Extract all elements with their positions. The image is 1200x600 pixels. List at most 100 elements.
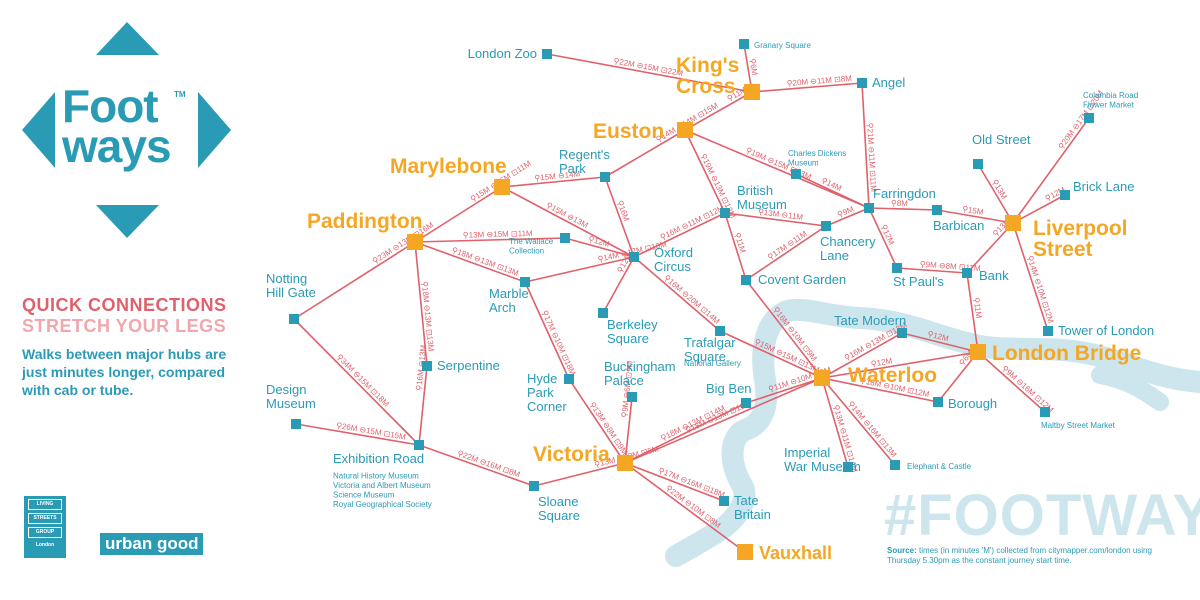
- station-marker: [414, 440, 424, 450]
- hub-victoria[interactable]: Victoria: [533, 443, 633, 471]
- station-serpentine[interactable]: Serpentine: [422, 358, 500, 373]
- station-marker: [741, 275, 751, 285]
- river-thames: [665, 298, 1200, 567]
- route-line: [624, 402, 747, 464]
- hub-paddington[interactable]: Paddington: [307, 210, 423, 250]
- station-label: Victoria and Albert Museum: [333, 481, 431, 490]
- station-label: Circus: [654, 259, 691, 274]
- route-time-label: ⚲21M ⊖11M ⊡11M: [865, 122, 878, 192]
- station-bank[interactable]: Bank: [962, 268, 1009, 283]
- route-line: [745, 279, 823, 379]
- route-time-label: ⚲12M: [870, 356, 893, 368]
- station-label: Bank: [979, 268, 1009, 283]
- route-time-label: ⚲14M ⊖10M ⊡12M: [1025, 254, 1055, 324]
- station-label: Park: [559, 161, 586, 176]
- hub-marker: [737, 544, 753, 560]
- station-brick-lane[interactable]: Brick Lane: [1060, 179, 1134, 200]
- station-marker: [933, 397, 943, 407]
- station-elephant-castle[interactable]: Elephant & Castle: [890, 460, 972, 471]
- hub-waterloo[interactable]: Waterloo: [814, 364, 937, 387]
- station-barbican[interactable]: Barbican: [932, 205, 984, 233]
- quick-connections-panel: QUICK CONNECTIONS STRETCH YOUR LEGS Walk…: [22, 295, 237, 399]
- station-london-zoo[interactable]: London Zoo: [468, 46, 552, 61]
- hub-label: Liverpool: [1033, 217, 1128, 240]
- station-granary-square[interactable]: Granary Square: [739, 39, 811, 50]
- station-label: War Museum: [784, 459, 861, 474]
- hub-marker: [494, 179, 510, 195]
- station-covent-garden[interactable]: Covent Garden: [741, 272, 846, 287]
- station-marker: [892, 263, 902, 273]
- hub-marker: [744, 84, 760, 100]
- hub-label: Street: [1033, 238, 1093, 261]
- hub-euston[interactable]: Euston: [593, 120, 693, 143]
- route-time-label: ⚲6M: [748, 58, 760, 77]
- hub-marker: [617, 455, 633, 471]
- route-line: [546, 53, 753, 93]
- hub-vauxhall[interactable]: Vauxhall: [737, 543, 832, 563]
- lsg-line: STREETS: [28, 513, 62, 524]
- route-line: [821, 351, 979, 379]
- station-marker: [715, 326, 725, 336]
- source-note: Source: times (in minutes 'M') collected…: [887, 546, 1187, 566]
- route-line: [861, 82, 870, 209]
- route-line: [501, 186, 635, 258]
- route-line: [533, 462, 626, 487]
- station-marker: [857, 78, 867, 88]
- route-line: [564, 237, 635, 258]
- logo-arrow-up-icon: [96, 22, 159, 55]
- station-label: Serpentine: [437, 358, 500, 373]
- hub-marker: [970, 344, 986, 360]
- station-label: Park: [527, 385, 554, 400]
- station-label: Lane: [820, 248, 849, 263]
- station-angel[interactable]: Angel: [857, 75, 905, 90]
- route-line: [724, 212, 747, 281]
- hub-label: Vauxhall: [759, 543, 832, 563]
- hub-london-bridge[interactable]: London Bridge: [970, 342, 1141, 365]
- station-tower-of-london[interactable]: Tower of London: [1043, 323, 1154, 338]
- station-label: Oxford: [654, 245, 693, 260]
- route-line: [568, 378, 626, 464]
- route-time-label: ⚲22M ⊖16M ⊡8M: [456, 449, 521, 480]
- route-line: [795, 173, 870, 209]
- hub-marylebone[interactable]: Marylebone: [390, 155, 510, 195]
- station-marker: [542, 49, 552, 59]
- hub-label: Victoria: [533, 443, 610, 466]
- station-farringdon[interactable]: Farringdon: [864, 186, 936, 213]
- station-label: Berkeley: [607, 317, 658, 332]
- route-line: [825, 207, 870, 227]
- station-big-ben[interactable]: Big Ben: [706, 381, 752, 408]
- route-line: [602, 256, 635, 314]
- station-borough[interactable]: Borough: [933, 396, 997, 411]
- route-line: [868, 207, 938, 211]
- route-time-label: ⚲17M ⊖10M ⊡18M: [540, 309, 577, 377]
- station-st-pauls[interactable]: St Paul's: [892, 263, 944, 289]
- station-tate-modern[interactable]: Tate Modern: [834, 313, 907, 338]
- station-label: British: [737, 183, 773, 198]
- hub-label: Euston: [593, 120, 664, 143]
- station-marker: [627, 392, 637, 402]
- logo-arrow-right-icon: [198, 92, 231, 168]
- station-old-street[interactable]: Old Street: [972, 132, 1031, 169]
- station-maltby-street[interactable]: Maltby Street Market: [1040, 407, 1116, 430]
- station-label: Trafalgar: [684, 335, 736, 350]
